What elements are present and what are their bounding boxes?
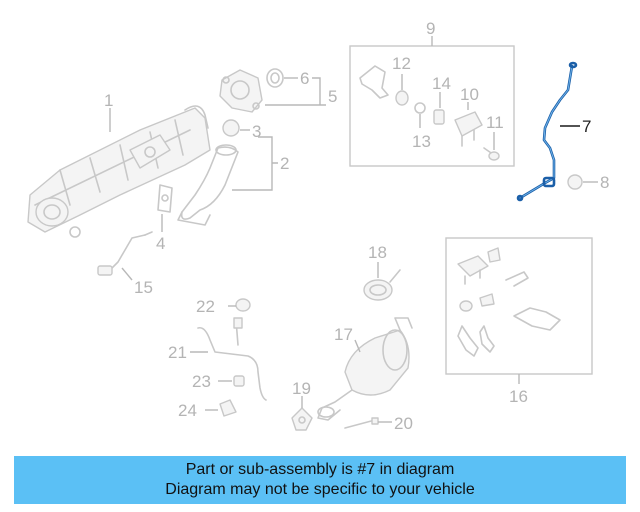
part-11-screw[interactable]	[483, 147, 500, 161]
part-7-pipe-highlighted[interactable]	[516, 61, 578, 202]
leader-5	[265, 77, 326, 106]
part-13-washer[interactable]	[414, 102, 426, 114]
part-tube-bracket[interactable]	[359, 65, 389, 99]
callout-10: 10	[460, 85, 479, 104]
part-15-temperature-sensor[interactable]	[97, 231, 153, 276]
part-3-clamp[interactable]	[222, 119, 240, 137]
part-14-bolt[interactable]	[433, 109, 445, 125]
callout-21: 21	[168, 343, 187, 362]
part-2-egr-tube[interactable]	[177, 144, 239, 226]
callout-7: 7	[582, 117, 591, 136]
callout-17: 17	[334, 325, 353, 344]
callout-20: 20	[394, 414, 413, 433]
callout-3: 3	[252, 122, 261, 141]
callout-6: 6	[300, 69, 309, 88]
callout-11: 11	[486, 113, 504, 132]
part-24-clip[interactable]	[219, 399, 237, 417]
callout-9: 9	[426, 19, 435, 38]
callout-12: 12	[392, 54, 411, 73]
callout-4: 4	[156, 234, 165, 253]
part-4-gasket[interactable]	[157, 184, 173, 213]
callout-16: 16	[509, 387, 528, 406]
callout-24: 24	[178, 401, 197, 420]
part-5-egr-flange[interactable]	[219, 69, 263, 113]
leader-2	[232, 136, 278, 191]
callout-15: 15	[134, 278, 153, 297]
part-21-hose[interactable]	[197, 317, 267, 401]
leader-15	[121, 267, 133, 281]
callout-5: 5	[328, 87, 337, 106]
callout-22: 22	[196, 297, 215, 316]
part-22-clamp[interactable]	[235, 298, 251, 312]
callout-23: 23	[192, 372, 211, 391]
part-18-clamp[interactable]	[363, 269, 401, 301]
callout-1: 1	[104, 91, 113, 110]
banner-line-1: Part or sub-assembly is #7 in diagram	[185, 461, 455, 478]
part-12-grommet[interactable]	[395, 90, 409, 106]
group-box-9	[349, 45, 515, 167]
info-banner: Part or sub-assembly is #7 in diagram Di…	[14, 456, 626, 504]
callout-18: 18	[368, 243, 387, 262]
banner-line-2: Diagram may not be specific to your vehi…	[165, 481, 475, 498]
part-20-stud[interactable]	[344, 417, 379, 429]
callout-2: 2	[280, 154, 289, 173]
part-16-sensor-assembly[interactable]	[457, 247, 561, 357]
callout-19: 19	[292, 379, 311, 398]
callout-8: 8	[600, 173, 609, 192]
part-17-converter[interactable]	[317, 317, 413, 421]
part-1-egr-cooler[interactable]	[27, 105, 211, 238]
callout-14: 14	[432, 74, 451, 93]
callout-13: 13	[412, 132, 431, 151]
part-8-grommet[interactable]	[567, 174, 583, 190]
part-19-gasket[interactable]	[291, 407, 313, 431]
part-10-pressure-sensor[interactable]	[454, 111, 483, 147]
parts-diagram: 1 6 5 3 2 4 15 9	[27, 19, 609, 433]
leader-17	[354, 339, 361, 353]
part-23-clip[interactable]	[233, 375, 245, 387]
part-6-gasket[interactable]	[266, 68, 284, 88]
